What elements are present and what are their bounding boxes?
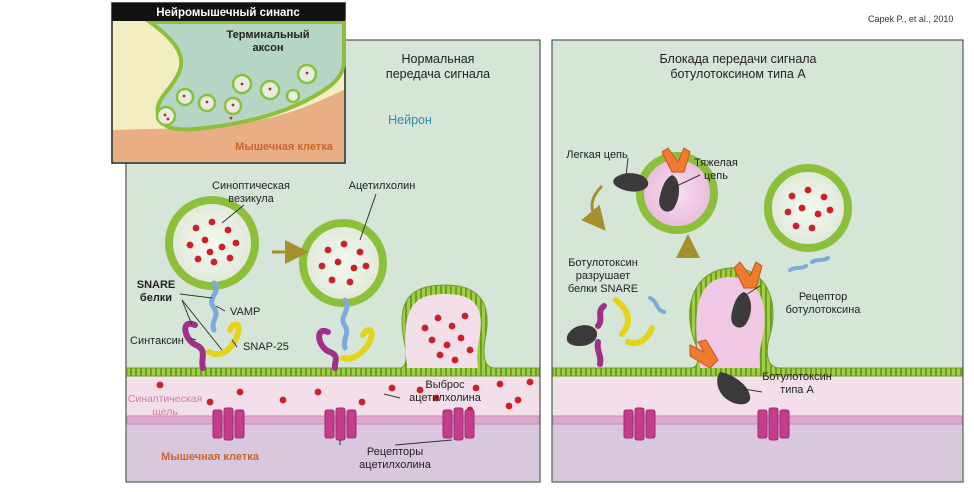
snare-label-1: SNARE (137, 279, 176, 291)
right-leader-lines (625, 157, 763, 393)
light-chain-2 (566, 325, 598, 346)
inset-axon-label-2: аксон (253, 42, 284, 54)
botulinum-toxin (659, 147, 691, 212)
left-panel-title-2: передача сигнала (386, 67, 490, 81)
destroys-label-1: Ботулотоксин (568, 257, 638, 269)
ach-label: Ацетилхолин (349, 180, 416, 192)
inset-overview: Нейромышечный синапс Терминальный аксон … (111, 2, 346, 164)
cleft-label-1: Синаптическая (128, 393, 202, 405)
right-panel: Блокада передачи сигнала ботулотоксином … (551, 39, 964, 483)
right-panel-title-1: Блокада передачи сигнала (659, 52, 816, 66)
synaptic-vesicle (165, 196, 259, 290)
ach-receptor (212, 407, 245, 441)
vesicle-label-1: Синоптическая (212, 180, 290, 192)
toxin-receptor-label-1: Рецептор (799, 291, 847, 303)
syntaxin-fragment (595, 303, 607, 329)
released-ach (156, 312, 534, 414)
ach-receptor (324, 407, 357, 441)
toxin-receptor-fragment (788, 264, 808, 272)
vamp-protein (209, 280, 219, 333)
inset-muscle-label: Мышечная клетка (235, 141, 334, 153)
vesicle-label-2: везикула (228, 193, 274, 205)
toxin-label-1: Ботулотоксин (762, 371, 832, 383)
snap25-label: SNAP-25 (243, 341, 289, 353)
receptors-label-1: Рецепторы (367, 446, 423, 458)
inset-title-bar (112, 3, 345, 21)
right-synaptic-vesicle (764, 164, 852, 252)
snare-label-2: белки (140, 292, 172, 304)
left-muscle-label: Мышечная клетка (161, 451, 260, 463)
snap25-protein-2 (340, 327, 375, 362)
toxin-receptor-label-2: ботулотоксина (786, 304, 862, 316)
ach-receptor (623, 407, 656, 441)
heavy-chain-label-2: цепь (704, 170, 728, 182)
synaptic-vesicle-docking (299, 219, 387, 307)
heavy-chain-label-1: Тяжелая (694, 157, 738, 169)
right-ach-cluster (784, 186, 834, 232)
vamp-label: VAMP (230, 306, 260, 318)
left-panel-title-1: Нормальная (402, 52, 475, 66)
inset-ach (163, 71, 309, 121)
ach-receptors (212, 407, 475, 441)
fusion-pore (405, 294, 481, 368)
toxin-receptor-fragment (810, 256, 830, 264)
light-chain (613, 173, 649, 192)
receptors-label-2: ацетилхолина (359, 459, 432, 471)
ach-cluster (186, 218, 240, 266)
botulinum-toxin (731, 261, 763, 328)
ach-receptor (442, 407, 475, 441)
destroys-label-2: разрушает (576, 270, 630, 282)
ach-receptor (757, 407, 790, 441)
toxin-label-2: типа А (780, 384, 814, 396)
vamp-fragment (648, 296, 666, 314)
syntaxin-label: Синтаксин (130, 335, 184, 347)
vamp-protein-2 (340, 297, 350, 351)
leader-lines (179, 193, 453, 446)
snap25-fragment (625, 325, 655, 346)
cleft-label-2: щель (152, 406, 178, 418)
snap25-fragment (613, 297, 631, 337)
ach-cluster-2 (318, 240, 370, 286)
neuron-label: Нейрон (388, 113, 432, 127)
cycle-arrow (581, 184, 606, 231)
syntaxin-protein (182, 320, 206, 371)
inset-vesicles (155, 63, 318, 127)
release-label-2: ацетилхолина (409, 392, 482, 404)
syntaxin-protein-2 (316, 328, 339, 371)
light-chain-label: Легкая цепь (566, 149, 628, 161)
snap25-protein (206, 321, 242, 358)
botulinum-toxin (689, 339, 751, 405)
right-panel-title-2: ботулотоксином типа А (670, 67, 806, 81)
inset-axon-label-1: Терминальный (226, 29, 309, 41)
right-ach-receptors (623, 407, 790, 441)
release-label-1: Выброс (425, 379, 465, 391)
credit-label: Capek P., et al., 2010 (868, 14, 953, 24)
destroys-label-3: белки SNARE (568, 283, 638, 295)
inset-title: Нейромышечный синапс (156, 7, 300, 19)
syntaxin-fragment (594, 339, 604, 367)
